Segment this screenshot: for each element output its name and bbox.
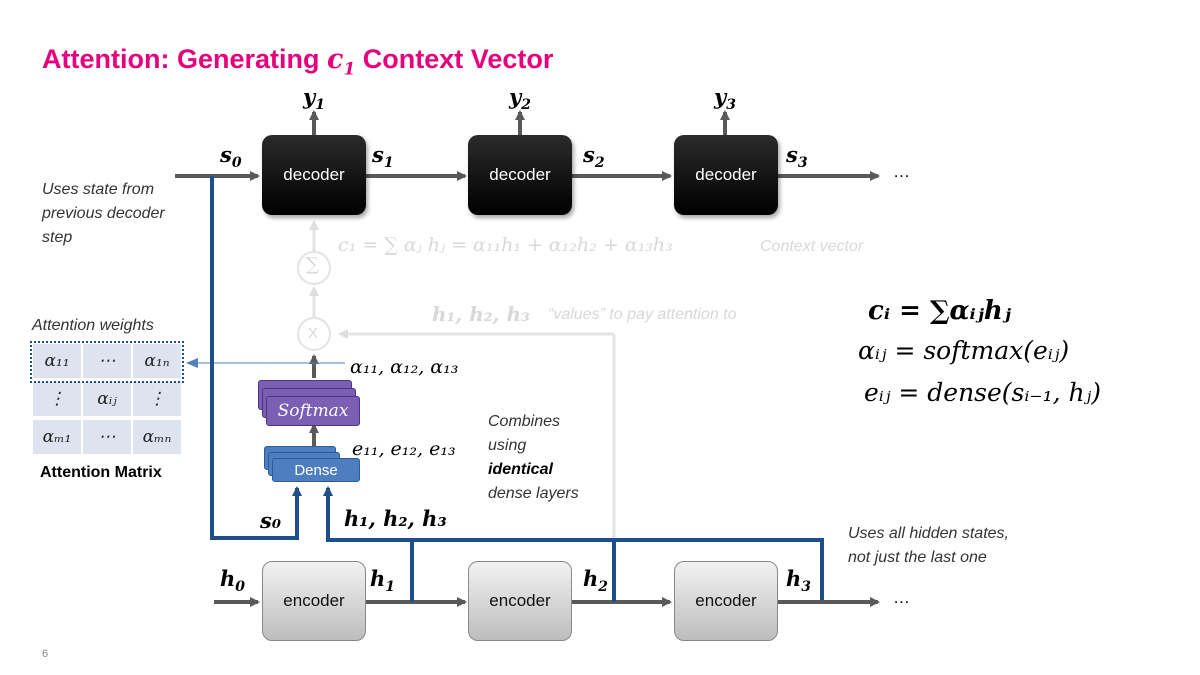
matrix-row-highlight [30, 341, 184, 383]
softmax-layer: Softmax [266, 396, 360, 426]
faded-context-formula: c₁ = ∑ αⱼ hⱼ = α₁₁h₁ + α₁₂h₂ + α₁₃h₃ [338, 234, 673, 256]
matrix-cell: αₘₙ [133, 420, 181, 454]
matrix-cell: ⋯ [83, 344, 131, 378]
matrix-cell: αᵢⱼ [83, 382, 131, 416]
output-y3: y3 [714, 84, 736, 114]
note-all-hidden-states: Uses all hidden states,not just the last… [848, 525, 1009, 566]
attention-matrix-label: Attention Matrix [40, 464, 162, 481]
page-number: 6 [42, 648, 49, 660]
encoder-box-1: encoder [262, 561, 366, 641]
equation-alpha: αᵢⱼ = softmax(eᵢⱼ) [858, 336, 1070, 365]
matrix-cell: ⋮ [33, 382, 81, 416]
dense-input-s0: s₀ [260, 508, 282, 533]
faded-values-label: “values” to pay attention to [548, 306, 737, 323]
decoder-ellipsis: … [893, 162, 910, 181]
faded-times-circle [297, 317, 331, 351]
matrix-cell: α₁₁ [33, 344, 81, 378]
output-y1: y1 [303, 84, 325, 114]
decoder-box-3: decoder [674, 135, 778, 215]
hidden-h2-label: h2 [583, 566, 609, 596]
matrix-cell: αₘ₁ [33, 420, 81, 454]
s0-navy-path [210, 176, 302, 540]
weights-pointer-head [186, 358, 198, 368]
page-title: Attention: Generating c1 Context Vector [42, 44, 553, 79]
hidden-h1-label: h1 [370, 566, 396, 596]
hidden-h3-label: h3 [786, 566, 812, 596]
attention-matrix: α₁₁ ⋯ α₁ₙ ⋮ αᵢⱼ ⋮ αₘ₁ ⋯ αₘₙ [30, 341, 184, 456]
faded-sum-circle [297, 251, 331, 285]
e-list: e₁₁, e₁₂, e₁₃ [352, 438, 456, 460]
equation-context: cᵢ = ∑αᵢⱼhⱼ [868, 296, 1011, 326]
encoder-box-3: encoder [674, 561, 778, 641]
equation-energy: eᵢⱼ = dense(sᵢ₋₁, hⱼ) [864, 378, 1101, 407]
faded-sum-symbol: ∑ [306, 254, 319, 275]
faded-context-label: Context vector [760, 238, 864, 255]
decoder-box-2: decoder [468, 135, 572, 215]
output-y2: y2 [509, 84, 531, 114]
state-s1-label: s1 [372, 142, 394, 172]
title-prefix: Attention: Generating [42, 44, 327, 74]
state-s3-label: s3 [786, 142, 808, 172]
h-navy-path [323, 486, 824, 600]
title-math: c1 [327, 44, 356, 80]
hidden-h0-label: h0 [220, 566, 246, 596]
matrix-cell: ⋮ [133, 382, 181, 416]
attention-weights-label: Attention weights [32, 317, 154, 334]
dense-input-h: h₁, h₂, h₃ [344, 506, 447, 531]
dense-layer: Dense [272, 458, 360, 482]
decoder-box-1: decoder [262, 135, 366, 215]
alpha-list: α₁₁, α₁₂, α₁₃ [350, 356, 459, 378]
matrix-cell: α₁ₙ [133, 344, 181, 378]
state-s2-label: s2 [583, 142, 605, 172]
encoder-ellipsis: … [893, 588, 910, 607]
faded-values-formula: h₁, h₂, h₃ [432, 302, 530, 326]
matrix-cell: ⋯ [83, 420, 131, 454]
encoder-box-2: encoder [468, 561, 572, 641]
faded-times-symbol: X [308, 325, 319, 342]
title-suffix: Context Vector [355, 44, 554, 74]
state-s0-label: s0 [220, 142, 242, 172]
